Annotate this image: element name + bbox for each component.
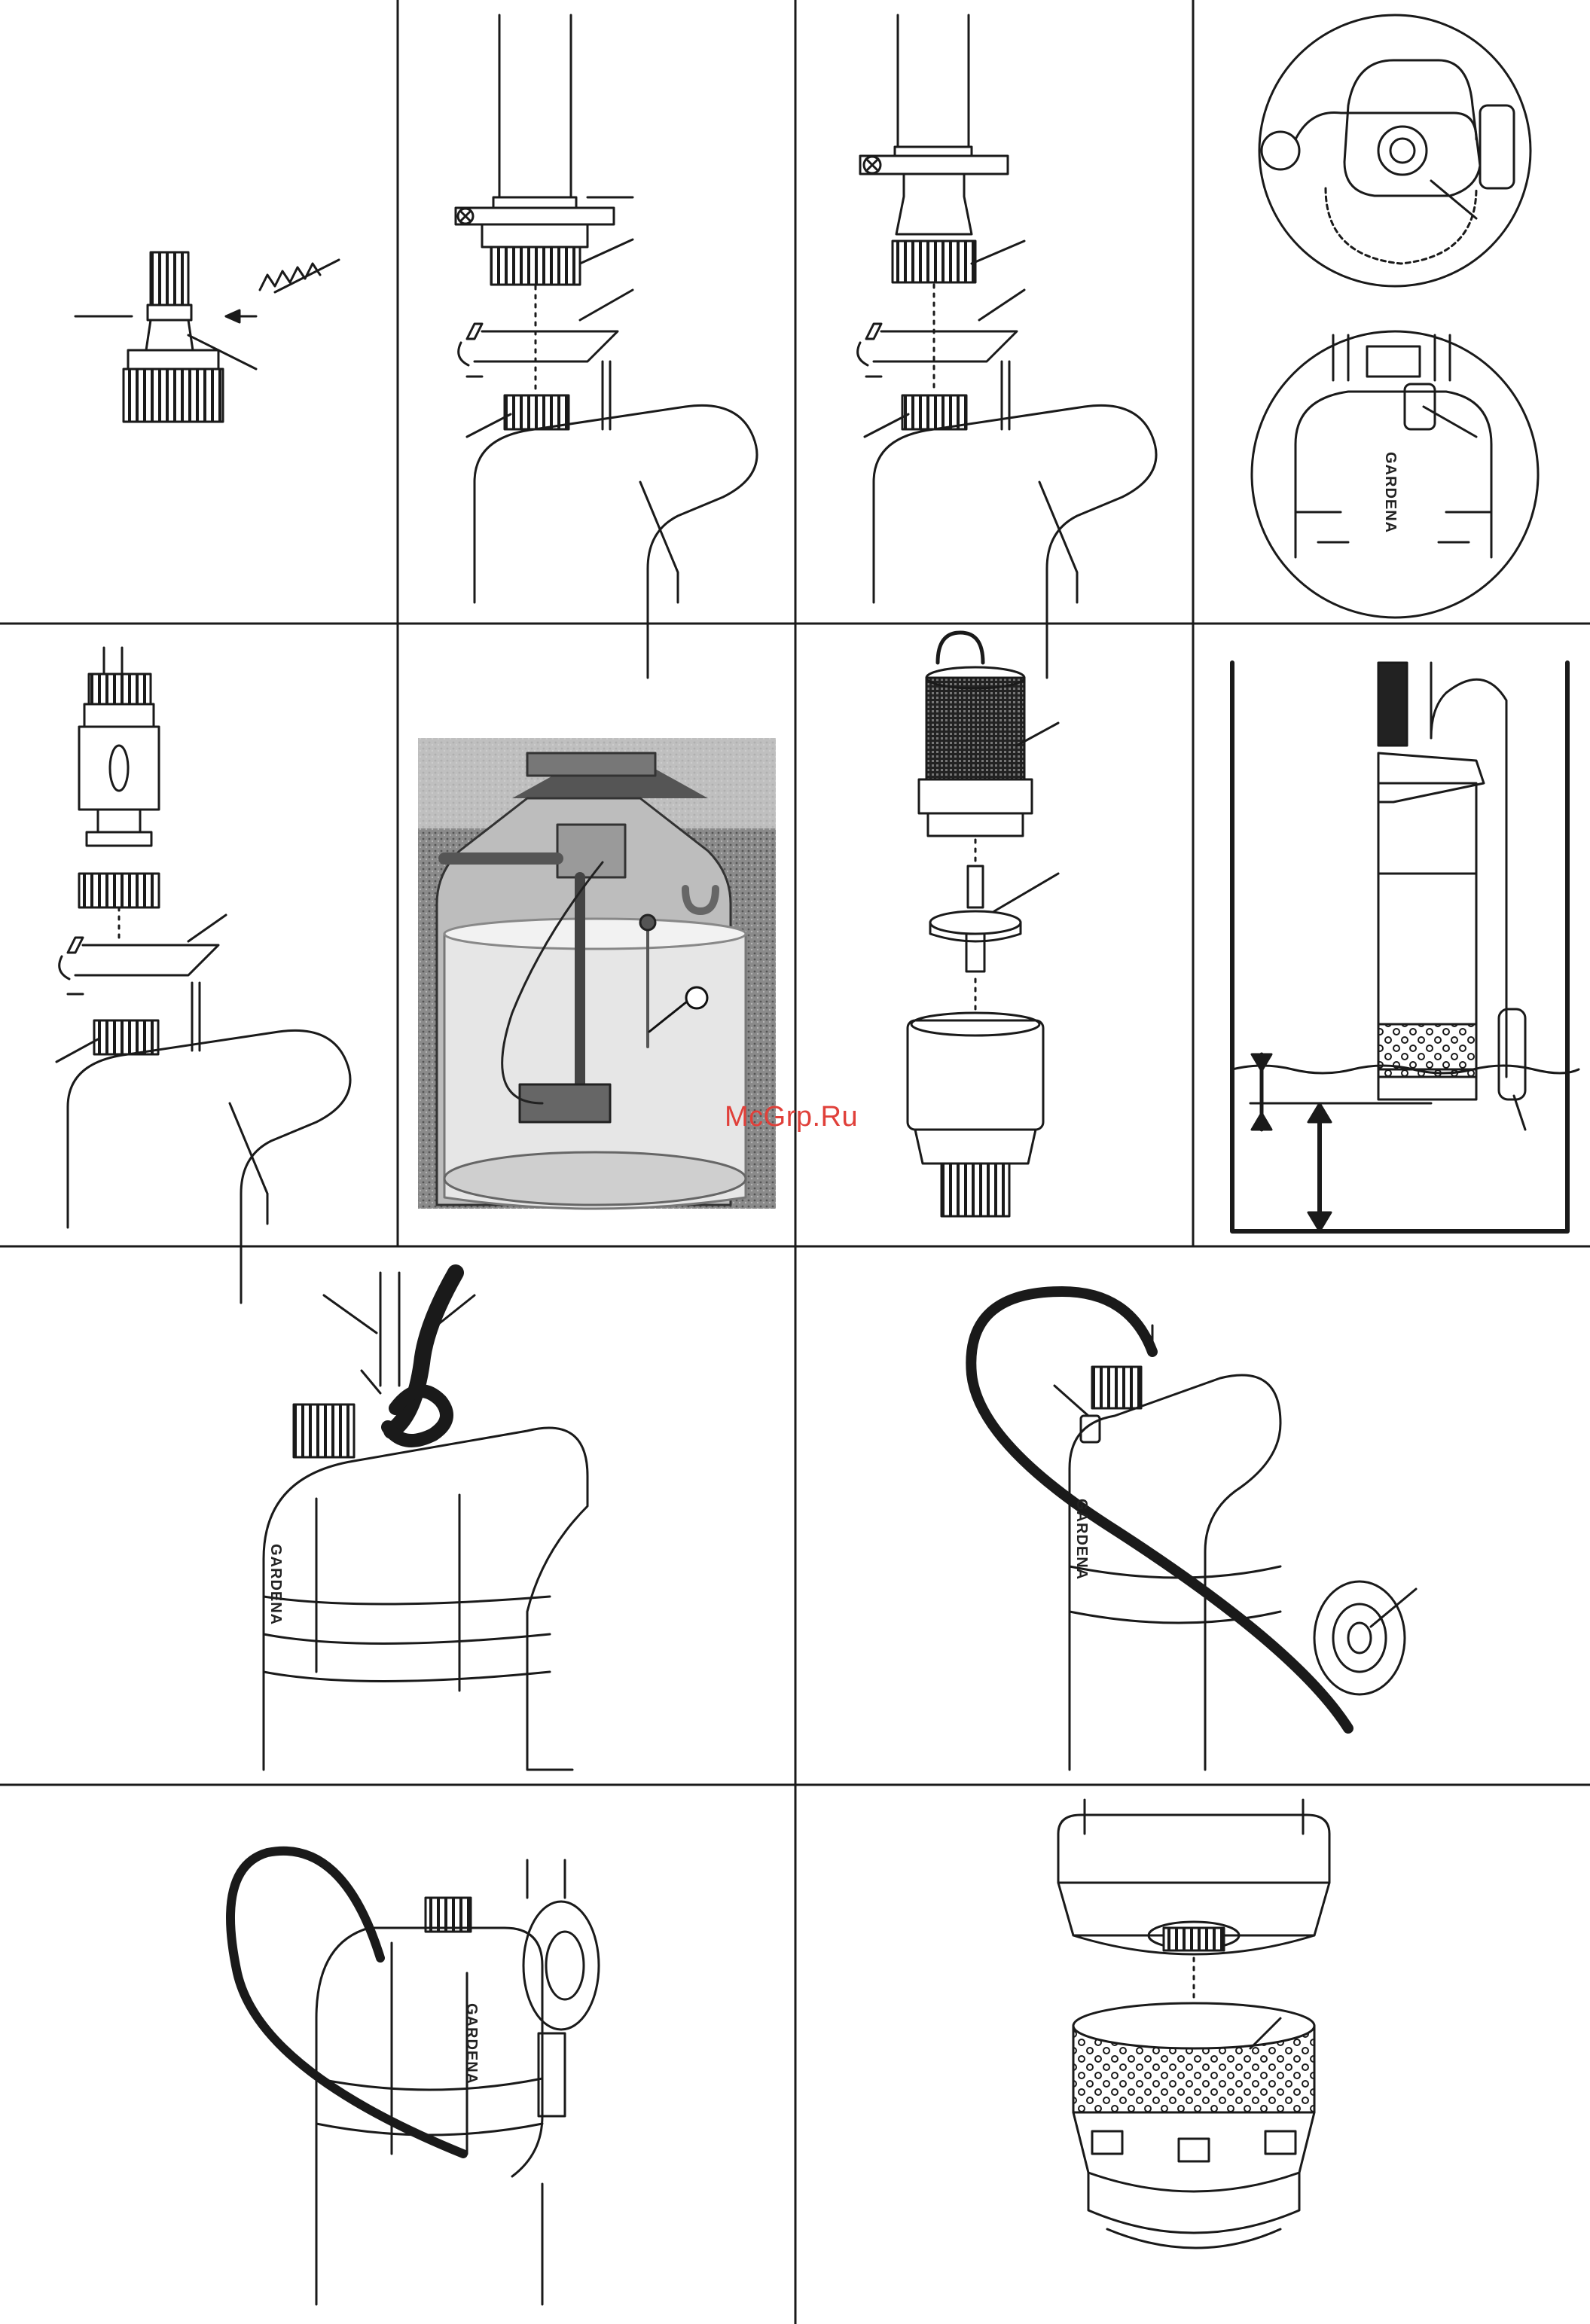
pump-in-well-water-level-icon xyxy=(1232,663,1579,1231)
pump-float-switch-cable-icon: GARDENA xyxy=(971,1292,1416,1770)
filter-valve-exploded-icon xyxy=(908,633,1058,1216)
pump-outlet-threaded-pipe-icon xyxy=(456,15,757,678)
hose-connector-cut-icon xyxy=(75,252,339,422)
brand-label: GARDENA xyxy=(1073,1499,1090,1580)
brand-label: GARDENA xyxy=(1382,452,1399,533)
pump-top-detail-circles-icon: GARDENA xyxy=(1252,15,1538,618)
brand-label: GARDENA xyxy=(463,2003,480,2085)
cistern-installation-photo-icon xyxy=(418,738,776,1209)
pump-cable-knot-icon: GARDENA xyxy=(264,1273,587,1770)
pump-float-switch-mounted-icon: GARDENA xyxy=(230,1851,599,2304)
pump-outlet-quick-connector-icon xyxy=(56,648,350,1303)
brand-label: GARDENA xyxy=(267,1544,284,1625)
pump-base-filter-exploded-icon xyxy=(1058,1800,1329,2248)
watermark-text: McGrp.Ru xyxy=(725,1101,858,1133)
pump-outlet-hose-clamp-icon xyxy=(858,15,1156,678)
